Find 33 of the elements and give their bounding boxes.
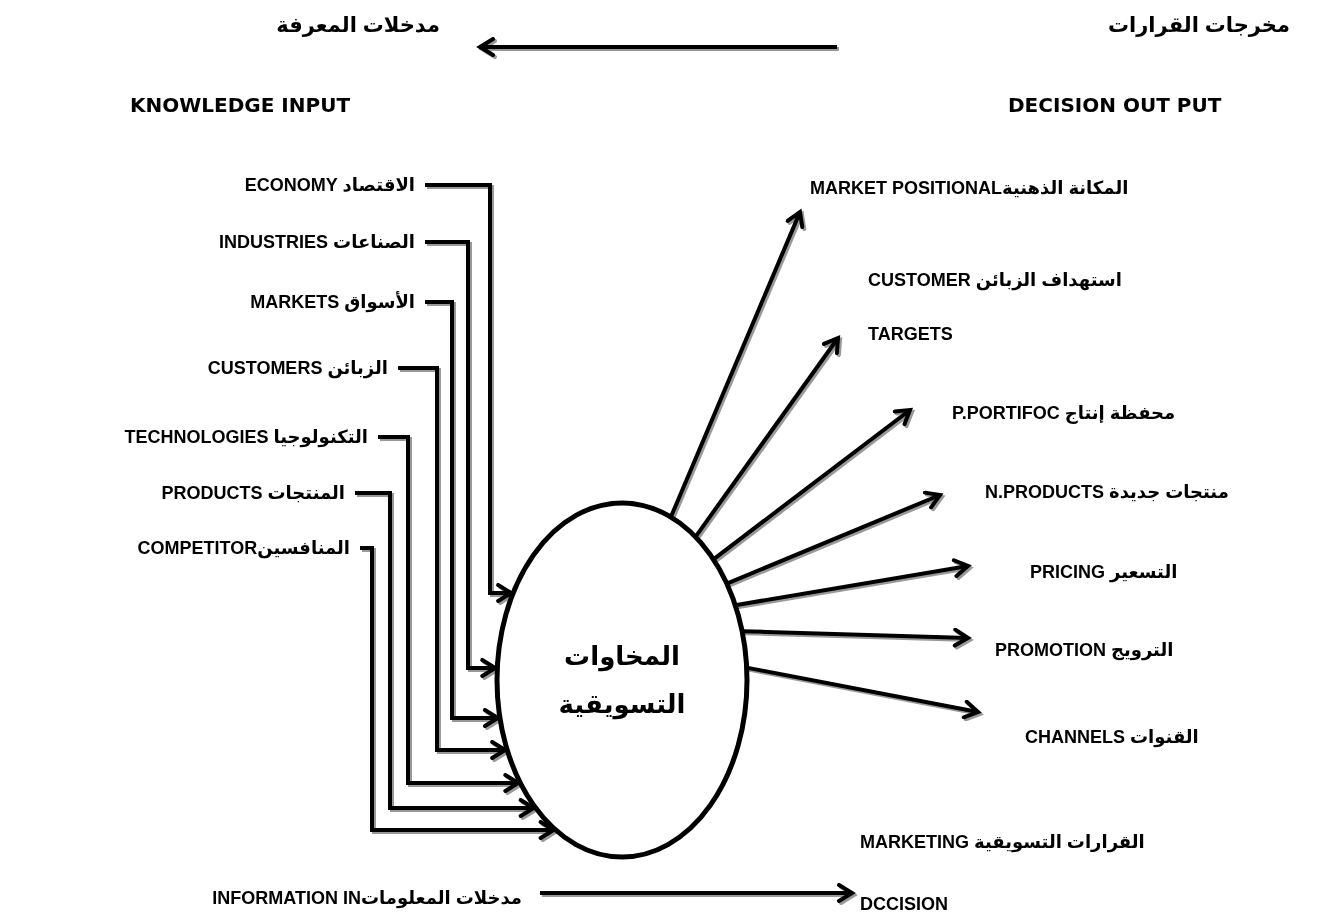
arrow [360,546,556,840]
heading: مدخلات المعرفة [276,13,440,37]
input-label: ECONOMY الاقتصاد [244,173,415,197]
output-label: CUSTOMER استهداف الزبائن [868,269,1122,292]
heading: KNOWLEDGE INPUT [130,93,351,117]
heading: DECISION OUT PUT [1008,93,1222,117]
output-label: N.PRODUCTS منتجات جديدة [985,480,1229,504]
heading: مخرجات القرارات [1108,13,1290,37]
output-label: MARKET POSITIONALالمكانة الذهنية [810,176,1129,200]
output-label: PROMOTION الترويج [995,638,1174,662]
input-label: MARKETS الأسواق [250,290,415,314]
input-label: PRODUCTS المنتجات [161,481,345,505]
arrow [425,300,500,728]
output-label: MARKETING القرارات التسويقية [860,831,1145,854]
input-label: INDUSTRIES الصناعات [219,230,415,254]
arrow [693,336,840,538]
arrow [540,883,854,903]
input-label: TECHNOLOGIES التكنولوجيا [124,425,368,449]
arrow [355,491,536,818]
input-label: CUSTOMERS الزبائن [207,356,388,380]
output-label: CHANNELS القنوات [1025,725,1199,749]
center-label: المخاوات التسويقية [557,640,687,722]
output-label: P.PORTIFOC محفظة إنتاج [952,401,1176,425]
input-label: COMPETITORالمنافسين [137,536,350,560]
output-label: DCCISION [860,893,948,916]
arrow [726,490,942,586]
output-label: TARGETS [868,323,953,346]
arrow [425,183,514,603]
arrow [742,627,970,648]
arrow [378,435,521,793]
arrow [669,210,805,518]
output-label: PRICING التسعير [1030,560,1178,584]
input-label: INFORMATION INمدخلات المعلومات [212,886,522,910]
